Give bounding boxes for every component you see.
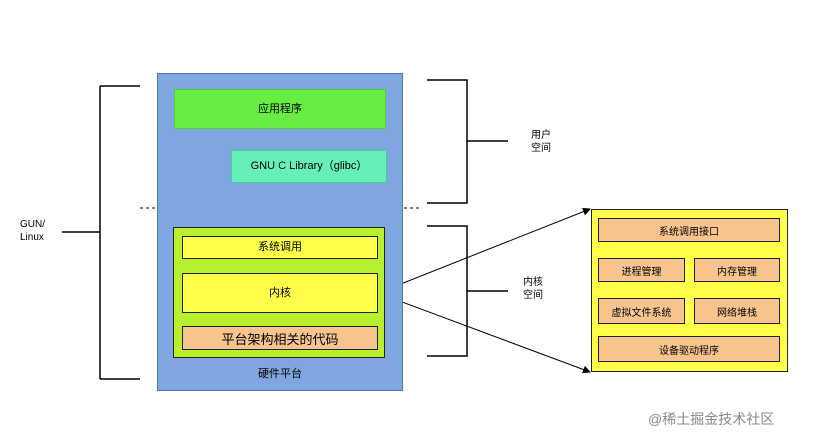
hardware-platform-label: 硬件平台 [258, 367, 302, 380]
process-management-box: 进程管理 [598, 258, 685, 282]
application-box: 应用程序 [174, 89, 386, 129]
network-stack-box: 网络堆栈 [694, 298, 780, 324]
arch-specific-code-box: 平台架构相关的代码 [182, 326, 378, 350]
zoom-arrow-top [377, 207, 591, 294]
user-space-label: 用户 空间 [531, 130, 551, 154]
kernel-box: 内核 [182, 273, 378, 313]
memory-management-box: 内存管理 [694, 258, 780, 282]
device-drivers-box: 设备驱动程序 [598, 336, 780, 362]
user-space-bracket [427, 79, 508, 204]
zoom-arrow-bottom [377, 292, 591, 374]
system-call-interface-box: 系统调用接口 [598, 218, 780, 242]
gnu-linux-bracket [62, 85, 140, 380]
kernel-space-label: 内核 空间 [523, 277, 543, 301]
gnu-linux-label: GUN/ Linux [20, 219, 45, 243]
kernel-space-bracket [427, 225, 508, 357]
virtual-file-system-box: 虚拟文件系统 [598, 298, 685, 324]
system-call-box: 系统调用 [182, 236, 378, 259]
glibc-box: GNU C Library（glibc） [231, 150, 387, 183]
watermark-credit: @稀土掘金技术社区 [648, 411, 775, 427]
